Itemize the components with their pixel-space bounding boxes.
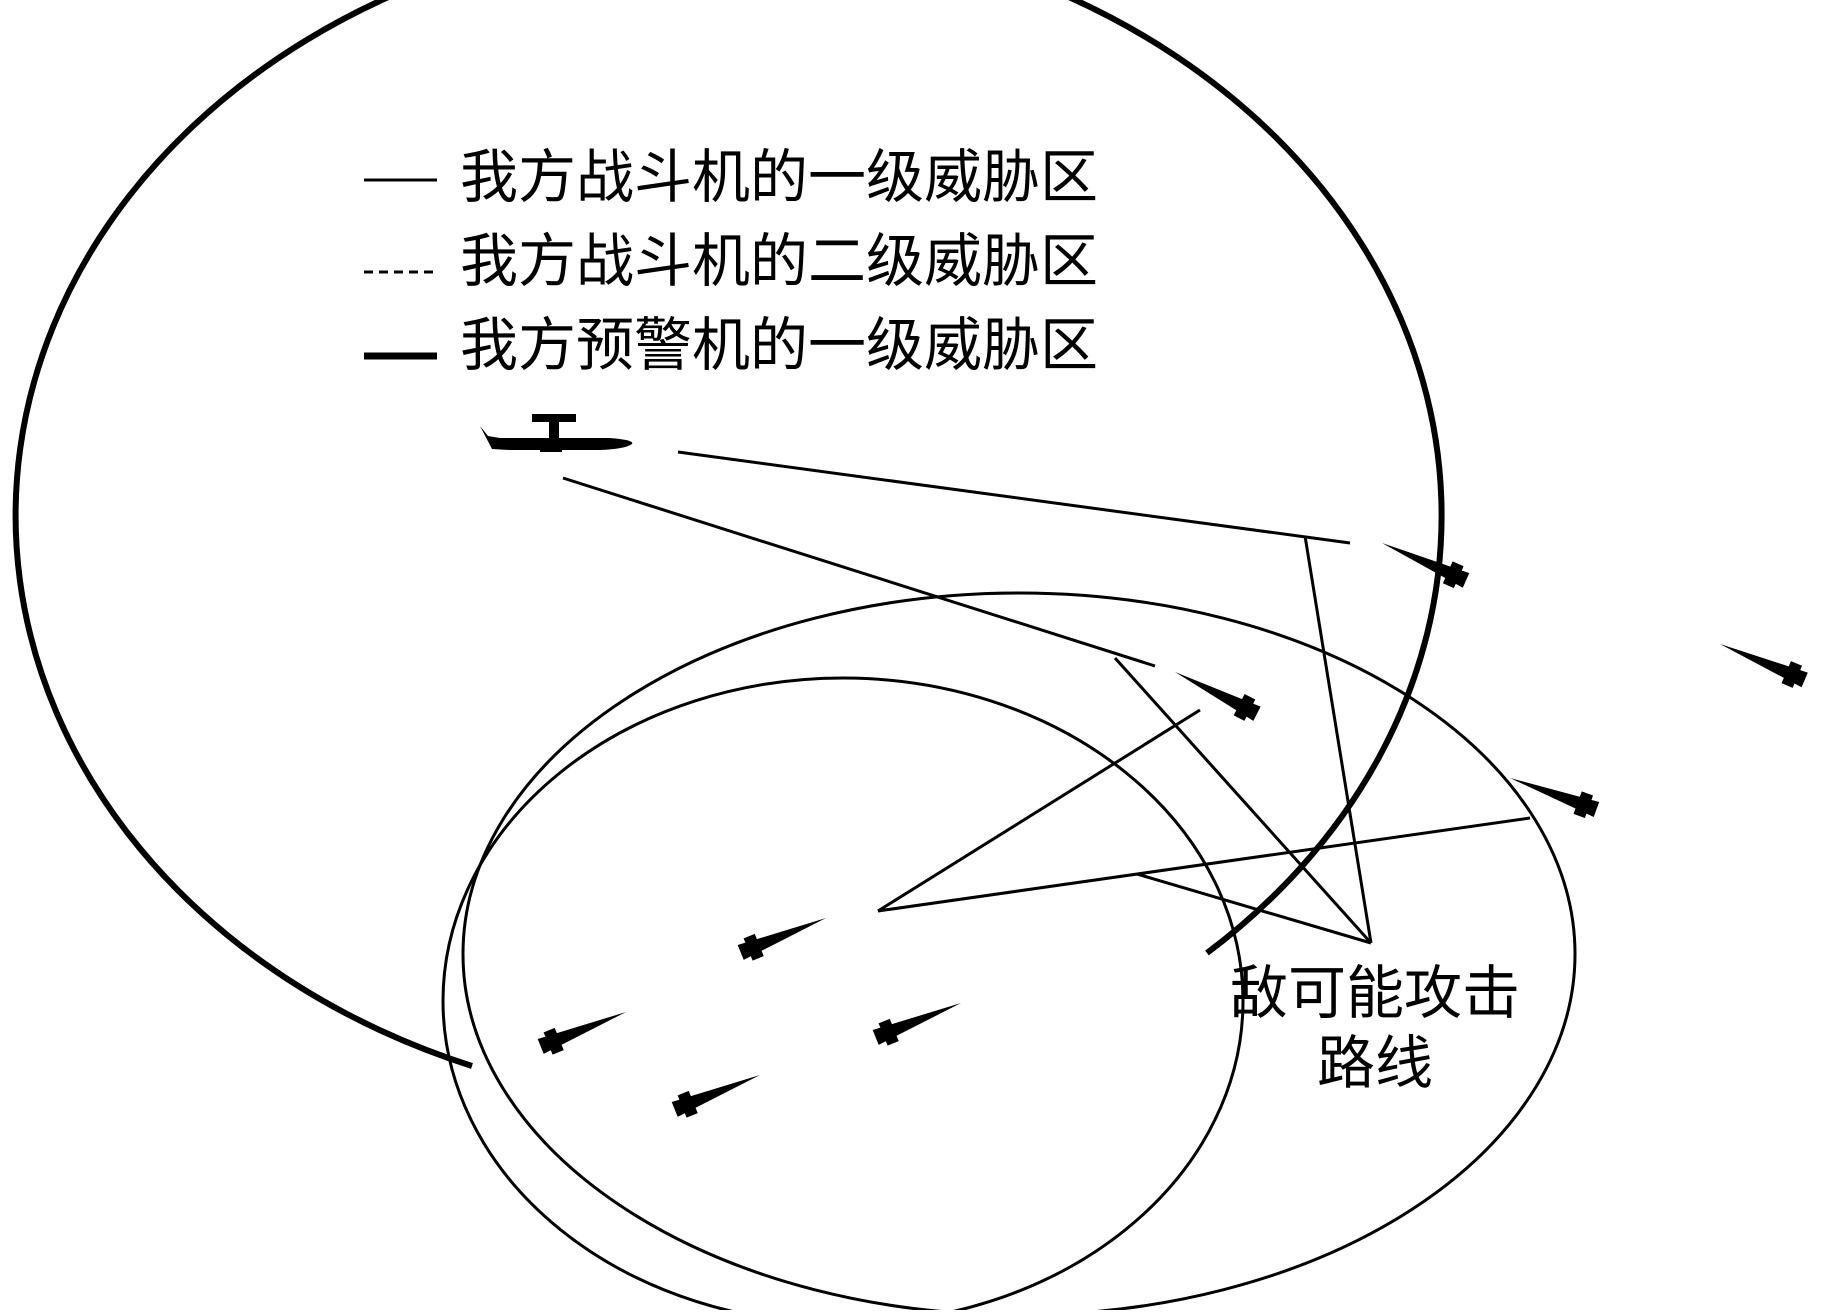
legend-label-fighter-second-level: 我方战斗机的二级威胁区 (460, 227, 1099, 295)
awacs-aircraft-icon (480, 414, 633, 452)
route-line (562, 476, 1156, 668)
legend-label-fighter-first-level: 我方战斗机的一级威胁区 (460, 143, 1099, 211)
fighter-jet-icon (671, 1075, 760, 1118)
route-line (877, 816, 1531, 913)
fighter-jet-icon (872, 1003, 961, 1046)
attack-route-label: 敌可能攻击 路线 (1195, 958, 1555, 1098)
fighter-jet-icon (737, 918, 826, 961)
fighter-jet-icon (1510, 778, 1600, 819)
fighter-threat-zone-large-ellipse (461, 591, 1577, 1314)
route-lines (562, 450, 1531, 945)
fighter-jet-icon (537, 1012, 626, 1055)
fighter-jets (537, 543, 1808, 1118)
route-line (1303, 535, 1373, 944)
route-line (877, 708, 1201, 913)
route-line (1136, 872, 1372, 945)
route-line (677, 450, 1351, 545)
fighter-jet-icon (1720, 644, 1808, 688)
attack-route-label-line1: 敌可能攻击 (1229, 959, 1520, 1027)
fighter-threat-zone-small-ellipse (441, 676, 1245, 1314)
fighter-jet-icon (1382, 543, 1470, 589)
awacs-threat-zone-ellipse (12, 0, 1445, 1069)
fighter-jet-icon (1175, 672, 1261, 721)
legend-label-awacs-first-level: 我方预警机的一级威胁区 (460, 311, 1099, 379)
attack-route-label-line2: 路线 (1316, 1029, 1433, 1097)
route-line (1113, 656, 1373, 945)
